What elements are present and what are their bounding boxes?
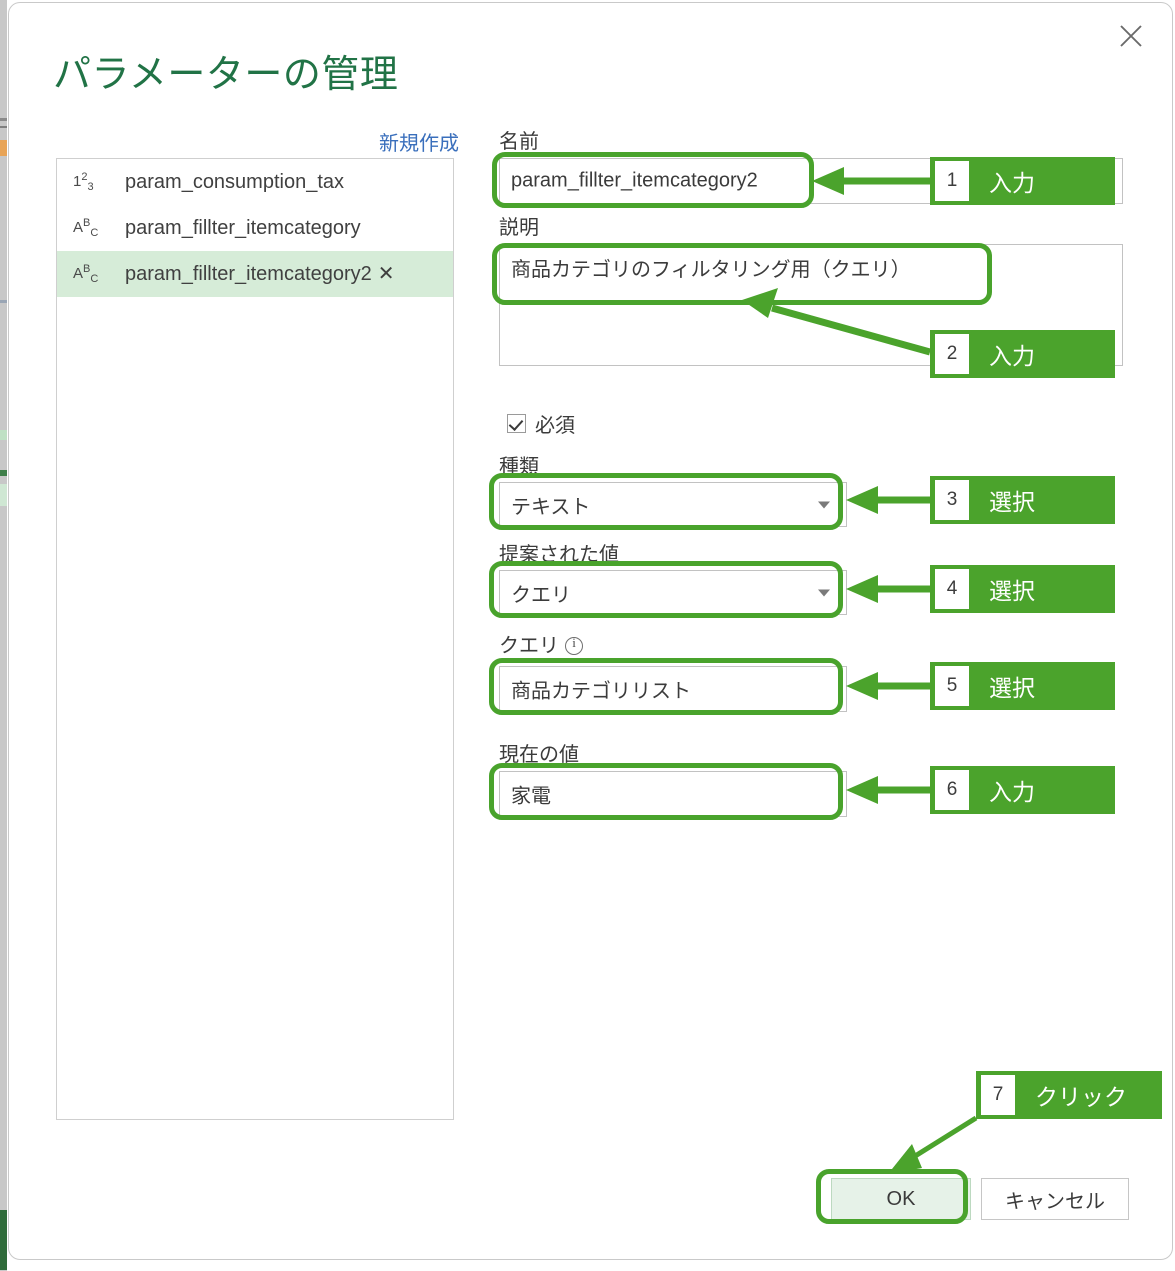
required-checkbox-row[interactable]: 必須 [507,409,575,438]
manage-parameters-dialog: パラメーターの管理 新規作成 123 param_consumption_tax… [8,2,1173,1260]
info-icon[interactable] [565,635,583,655]
new-parameter-link[interactable]: 新規作成 [379,133,459,155]
name-value: param_fillter_itemcategory2 [511,169,758,192]
text-type-icon: ABC [73,263,99,285]
name-label: 名前 [499,131,539,153]
query-label: クエリ [499,629,583,658]
chevron-down-icon [818,501,830,508]
list-item[interactable]: 123 param_consumption_tax [57,159,453,205]
name-input[interactable]: param_fillter_itemcategory2 [499,158,1123,204]
cancel-button[interactable]: キャンセル [981,1178,1129,1220]
query-label-text: クエリ [499,635,559,657]
query-select[interactable]: 商品カテゴリリスト [499,666,847,712]
text-type-icon: ABC [73,217,99,239]
current-value-input[interactable]: 家電 [499,771,847,817]
list-item-label: param_fillter_itemcategory [125,216,361,239]
required-checkbox[interactable] [507,414,526,433]
type-label: 種類 [499,456,539,478]
page-title: パラメーターの管理 [53,54,399,96]
list-item-selected[interactable]: ABC param_fillter_itemcategory2 ✕ [57,251,453,297]
suggested-values-select[interactable]: クエリ [499,570,847,615]
required-label: 必須 [535,415,575,437]
chevron-down-icon [818,589,830,596]
type-value: テキスト [511,496,591,518]
page-left-edge [0,0,7,1271]
parameter-list[interactable]: 123 param_consumption_tax ABC param_fill… [56,158,454,1120]
type-select[interactable]: テキスト [499,482,847,527]
suggested-values-label: 提案された値 [499,544,619,566]
number-type-icon: 123 [73,171,94,193]
list-item-label: param_consumption_tax [125,170,345,193]
list-item[interactable]: ABC param_fillter_itemcategory [57,205,453,251]
close-icon[interactable] [1104,11,1158,61]
description-label: 説明 [499,217,539,239]
description-value: 商品カテゴリのフィルタリング用（クエリ） [511,259,911,281]
delete-x-icon[interactable]: ✕ [377,263,395,285]
query-value: 商品カテゴリリスト [511,680,691,703]
list-item-label: param_fillter_itemcategory2 [125,262,372,285]
suggested-values-value: クエリ [511,584,571,606]
current-value-label: 現在の値 [499,744,579,766]
ok-button[interactable]: OK [831,1178,971,1220]
description-textarea[interactable]: 商品カテゴリのフィルタリング用（クエリ） [499,244,1123,366]
current-value-text: 家電 [511,785,551,808]
